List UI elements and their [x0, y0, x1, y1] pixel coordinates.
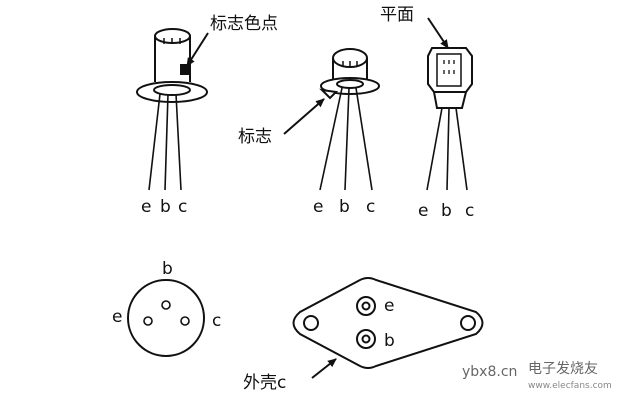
- t2-pin-e: e: [313, 197, 323, 217]
- t2-lead-c: [355, 87, 373, 191]
- t1-lead-b: [164, 93, 169, 191]
- label-shell-c: 外壳c: [243, 373, 286, 393]
- t2-pin-c: c: [366, 197, 375, 217]
- shell-pin-b: b: [384, 331, 395, 351]
- t3-pin-c: c: [465, 201, 474, 221]
- label-marker: 标志: [238, 127, 272, 147]
- shell-pin-e-ring: [356, 296, 376, 316]
- t3-pin-e: e: [418, 201, 428, 221]
- label-flat-face: 平面: [380, 5, 414, 25]
- t3-flat-face: [436, 53, 462, 87]
- t2-lead-b: [344, 87, 350, 191]
- bottom-view-shell: [292, 277, 484, 369]
- watermark-site: ybx8.cn: [462, 364, 517, 380]
- marker-arrow: [283, 98, 325, 135]
- t1-flange: [136, 81, 208, 103]
- t1-flange-inner: [153, 84, 191, 96]
- transistor-3-flat-face: [426, 47, 473, 191]
- t2-flange-inner: [336, 79, 364, 89]
- t3-pin-b: b: [441, 201, 452, 221]
- t1-pin-b: b: [160, 197, 171, 217]
- t1-pin-e: e: [141, 197, 151, 217]
- watermark-url: www.elecfans.com: [528, 381, 612, 391]
- round-outline: [127, 279, 205, 357]
- t3-lead-e: [426, 107, 443, 191]
- t1-pin-c: c: [178, 197, 187, 217]
- transistor-2-tab-marker: [319, 48, 380, 191]
- round-pin-c: c: [212, 311, 221, 331]
- round-hole-b: [161, 300, 171, 310]
- t2-can-top: [332, 48, 368, 68]
- t2-can-sides: [332, 58, 368, 80]
- round-pin-e: e: [112, 307, 122, 327]
- t1-lead-c: [175, 93, 182, 191]
- shell-mount-hole-right: [460, 315, 476, 331]
- flat-face-arrow: [427, 17, 449, 49]
- t3-base: [433, 91, 467, 109]
- shell-mount-hole-left: [303, 315, 319, 331]
- t2-pin-b: b: [339, 197, 350, 217]
- shell-pin-e: e: [384, 296, 394, 316]
- shell-pin-b-core: [361, 334, 371, 344]
- bottom-view-round: [127, 279, 205, 357]
- shell-arrow: [311, 358, 337, 379]
- transistor-1-color-dot: [136, 28, 208, 191]
- t2-flange: [320, 77, 380, 95]
- t2-tab: [319, 88, 339, 100]
- t3-lead-c: [455, 107, 468, 191]
- t1-color-dot: [180, 64, 190, 75]
- t2-lead-e: [319, 87, 343, 191]
- round-hole-c: [180, 316, 190, 326]
- t1-lead-e: [148, 93, 161, 191]
- watermark-brand: 电子发烧友: [528, 361, 598, 377]
- shell-pin-e-core: [361, 301, 371, 311]
- shell-pin-b-ring: [356, 329, 376, 349]
- t3-lead-b: [446, 107, 450, 191]
- round-hole-e: [143, 316, 153, 326]
- color-dot-arrow: [186, 32, 209, 67]
- round-pin-b: b: [162, 259, 173, 279]
- shell-outline: [292, 277, 484, 369]
- label-color-dot: 标志色点: [210, 14, 278, 34]
